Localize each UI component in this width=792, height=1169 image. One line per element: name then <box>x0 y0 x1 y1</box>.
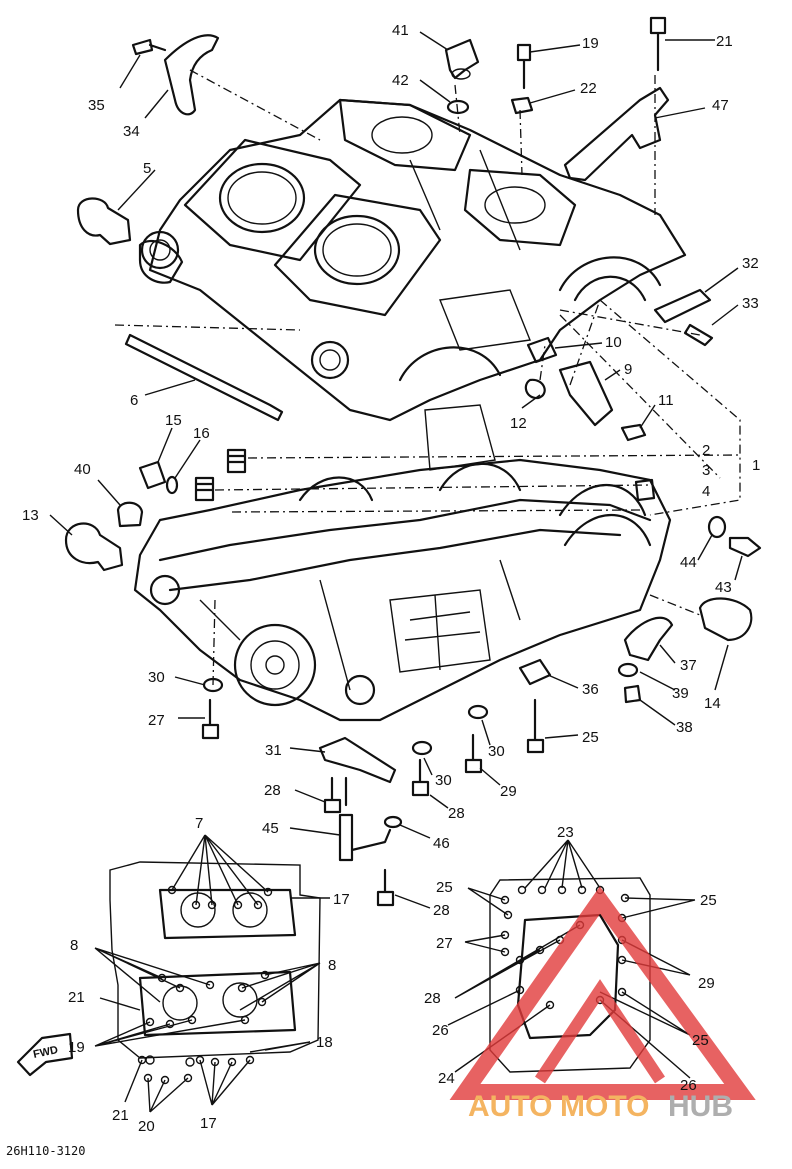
callout-32: 32 <box>742 255 759 272</box>
callout-12: 12 <box>510 415 527 432</box>
automotohub-watermark: AUTO MOTO HUB <box>449 886 756 1123</box>
callout-47: 47 <box>712 97 729 114</box>
callout-38: 38 <box>676 719 693 736</box>
left-bolt-pattern-view <box>109 861 321 1067</box>
callout-45: 45 <box>262 820 279 837</box>
callout-3: 3 <box>702 462 710 479</box>
callout-11: 11 <box>658 392 674 409</box>
lower-crankcase-drawing <box>133 404 672 722</box>
callout-27a: 27 <box>148 712 165 729</box>
callout-21: 21 <box>716 33 733 50</box>
callout-30c: 30 <box>435 772 452 789</box>
upper-crankcase-drawing <box>140 98 687 422</box>
callout-42: 42 <box>392 72 409 89</box>
callout-30b: 30 <box>488 743 505 760</box>
callout-18: 18 <box>316 1034 333 1051</box>
callout-5: 5 <box>143 160 151 177</box>
watermark-moto: MOTO <box>560 1090 649 1123</box>
assembly-lines-lower <box>212 299 741 686</box>
callout-43: 43 <box>715 579 732 596</box>
callout-25b: 25 <box>436 879 453 896</box>
callout-2: 2 <box>702 442 710 459</box>
callout-24: 24 <box>438 1070 455 1087</box>
callout-1: 1 <box>752 457 760 474</box>
callout-31: 31 <box>265 742 282 759</box>
callout-22: 22 <box>580 80 597 97</box>
callout-28a: 28 <box>264 782 281 799</box>
callout-26a: 26 <box>432 1022 449 1039</box>
callout-36: 36 <box>582 681 599 698</box>
callout-23: 23 <box>557 824 574 841</box>
callout-4: 4 <box>702 483 710 500</box>
callout-28c: 28 <box>433 902 450 919</box>
callout-25a: 25 <box>582 729 599 746</box>
callout-28d: 28 <box>424 990 441 1007</box>
callout-25c: 25 <box>700 892 717 909</box>
callout-labels: 41 19 21 35 34 42 22 47 5 32 33 10 9 6 1… <box>22 22 760 1135</box>
callout-20: 20 <box>138 1118 155 1135</box>
callout-44: 44 <box>680 554 697 571</box>
callout-25d: 25 <box>692 1032 709 1049</box>
callout-29b: 29 <box>698 975 715 992</box>
leader-lines <box>49 31 743 1113</box>
callout-10: 10 <box>605 334 622 351</box>
fwd-label: FWD <box>32 1044 59 1061</box>
callout-19: 19 <box>582 35 599 52</box>
callout-8a: 8 <box>70 937 78 954</box>
lower-small-parts <box>64 448 762 907</box>
callout-9: 9 <box>624 361 632 378</box>
watermark-auto: AUTO <box>468 1090 552 1123</box>
callout-40: 40 <box>74 461 91 478</box>
callout-16: 16 <box>193 425 210 442</box>
upper-small-parts <box>76 16 714 442</box>
callout-37: 37 <box>680 657 697 674</box>
assembly-lines-upper <box>114 69 701 386</box>
callout-8b: 8 <box>328 957 336 974</box>
callout-29a: 29 <box>500 783 517 800</box>
callout-21b: 21 <box>68 989 85 1006</box>
callout-19b: 19 <box>68 1039 85 1056</box>
callout-35: 35 <box>88 97 105 114</box>
callout-26b: 26 <box>680 1077 697 1094</box>
callout-28b: 28 <box>448 805 465 822</box>
callout-21c: 21 <box>112 1107 129 1124</box>
diagram-code: 26H110-3120 <box>6 1144 85 1158</box>
callout-41: 41 <box>392 22 409 39</box>
callout-14: 14 <box>704 695 721 712</box>
callout-15: 15 <box>165 412 182 429</box>
callout-30a: 30 <box>148 669 165 686</box>
callout-33: 33 <box>742 295 759 312</box>
callout-46: 46 <box>433 835 450 852</box>
callout-17b: 17 <box>200 1115 217 1132</box>
callout-17a: 17 <box>333 891 350 908</box>
callout-7: 7 <box>195 815 203 832</box>
watermark-hub: HUB <box>668 1090 733 1123</box>
callout-39: 39 <box>672 685 689 702</box>
callout-27b: 27 <box>436 935 453 952</box>
callout-6: 6 <box>130 392 138 409</box>
callout-13: 13 <box>22 507 39 524</box>
callout-34: 34 <box>123 123 140 140</box>
fwd-arrow-icon: FWD <box>16 1032 74 1077</box>
